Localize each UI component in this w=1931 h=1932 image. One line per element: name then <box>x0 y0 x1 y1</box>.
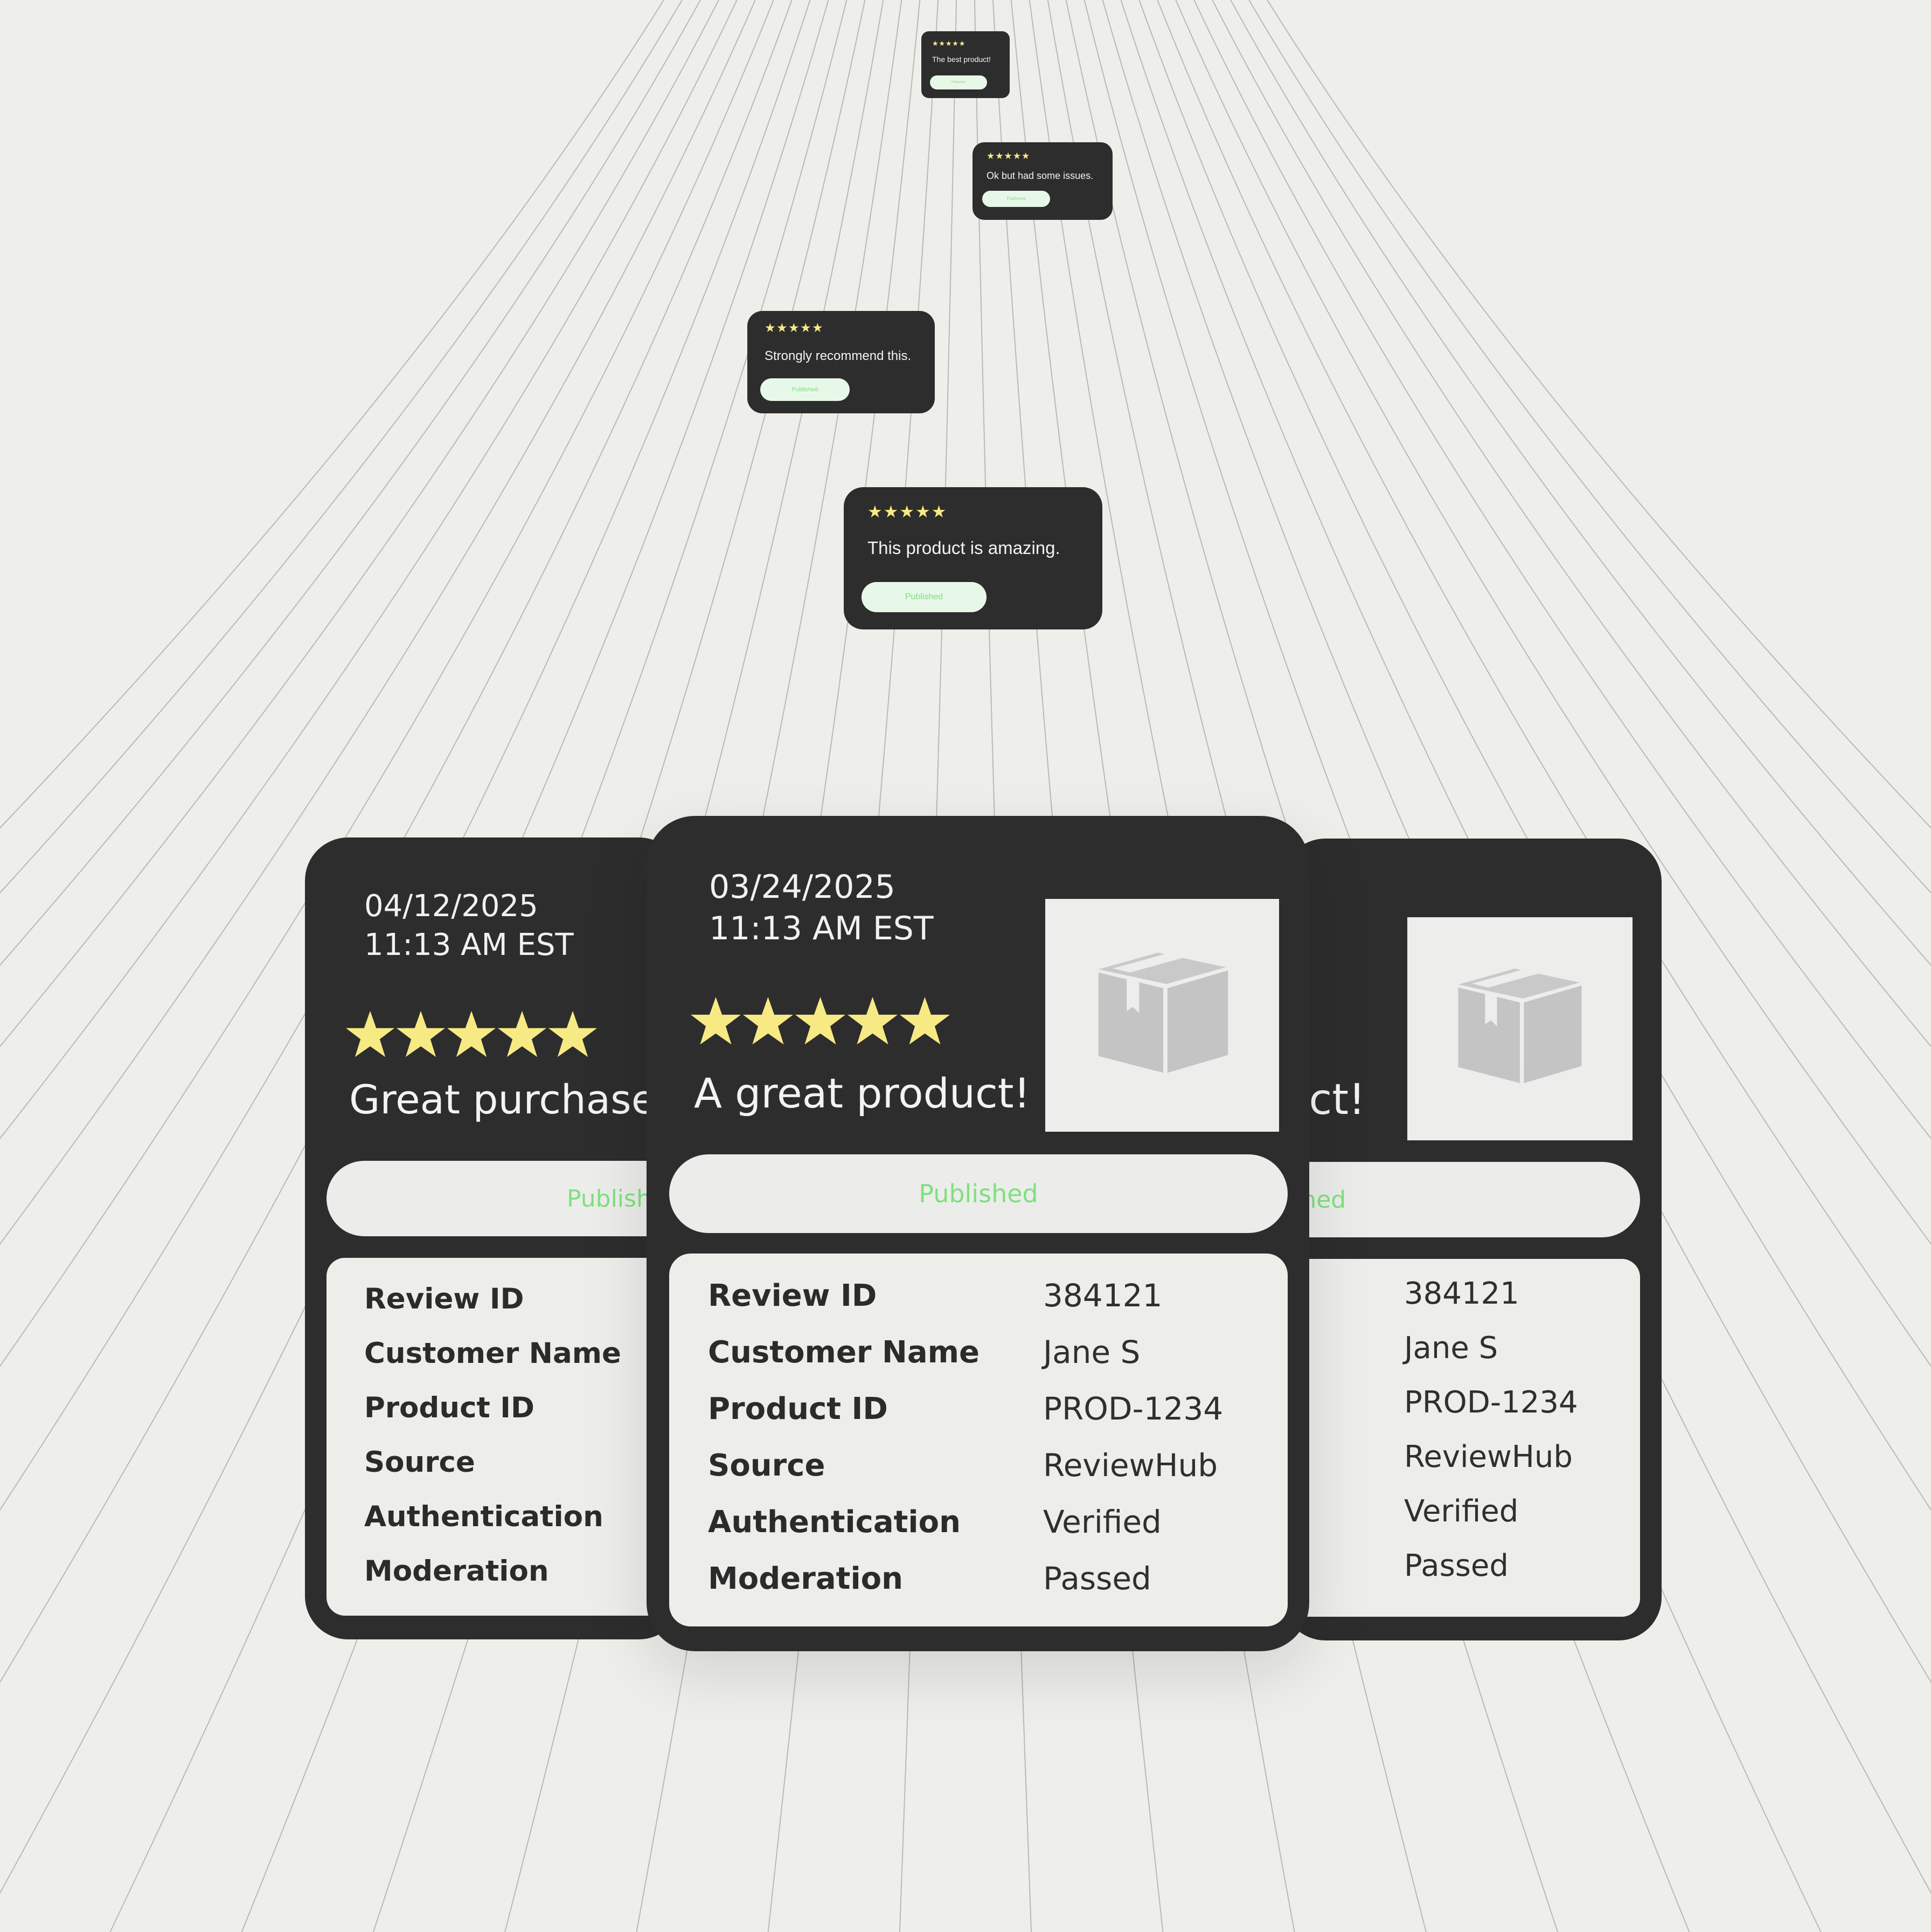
star-icon <box>900 996 950 1045</box>
review-title: A great product! <box>694 1069 1031 1117</box>
detail-value-product-id: PROD-1234 <box>1404 1385 1578 1420</box>
review-title: Great purchase <box>349 1077 656 1123</box>
mini-review-status-badge: Published <box>982 191 1050 207</box>
review-details-panel: Review ID Customer Name Product ID Sourc… <box>327 1258 682 1616</box>
detail-value-customer-name: Jane S <box>1043 1334 1141 1370</box>
mini-review-status-badge: Published <box>862 582 987 612</box>
detail-value-review-id: 384121 <box>1043 1277 1163 1314</box>
star-icon <box>743 996 793 1045</box>
perspective-line <box>1230 0 1931 966</box>
mini-review-text: This product is amazing. <box>867 538 1060 558</box>
mini-review-text: Strongly recommend this. <box>765 349 912 363</box>
star-icon <box>447 1010 496 1057</box>
detail-label-product-id: Product ID <box>364 1391 534 1424</box>
perspective-line <box>0 0 756 1245</box>
status-badge: Publish <box>327 1161 682 1236</box>
detail-value-source: ReviewHub <box>1404 1439 1573 1474</box>
mini-review-rating: ★★★★★ <box>765 321 824 335</box>
star-icon <box>848 996 898 1045</box>
mini-review-card-1: ★★★★★ The best product! Published <box>921 31 1010 98</box>
review-card-right: uct! blished e 384121 Jane S PROD-1234 R… <box>1282 839 1662 1640</box>
perspective-line <box>1248 0 1931 894</box>
status-badge: blished <box>1282 1162 1640 1237</box>
star-icon <box>498 1010 546 1057</box>
detail-label-moderation: Moderation <box>708 1561 903 1596</box>
mini-review-card-4: ★★★★★ This product is amazing. Published <box>844 487 1102 629</box>
detail-label-authentication: Authentication <box>708 1505 961 1540</box>
detail-value-authentication: Verified <box>1043 1504 1162 1540</box>
review-time-value: 11:13 AM EST <box>364 927 574 962</box>
detail-label-moderation: Moderation <box>364 1555 549 1588</box>
mini-review-status-badge: Published <box>760 378 850 401</box>
star-rating <box>690 996 951 1046</box>
detail-value-review-id: 384121 <box>1404 1276 1519 1311</box>
star-icon <box>691 996 741 1045</box>
detail-label-customer-name: Customer Name <box>364 1337 621 1370</box>
detail-value-customer-name: Jane S <box>1404 1331 1498 1366</box>
status-badge-label: Publish <box>567 1185 651 1213</box>
perspective-line <box>0 0 664 829</box>
review-details-panel: Review ID Customer Name Product ID Sourc… <box>669 1254 1288 1626</box>
mini-review-status-badge: Published <box>930 75 987 89</box>
perspective-line <box>0 0 683 894</box>
detail-value-source: ReviewHub <box>1043 1447 1218 1484</box>
perspective-line <box>1212 0 1931 1048</box>
detail-value-authentication: Verified <box>1404 1494 1519 1529</box>
mini-review-rating: ★★★★★ <box>867 502 948 521</box>
package-box-icon <box>1458 967 1582 1083</box>
review-date-value: 04/12/2025 <box>364 889 538 924</box>
detail-label-product-id: Product ID <box>708 1391 888 1427</box>
perspective-line <box>0 0 701 966</box>
star-icon <box>397 1010 445 1057</box>
mini-review-text: Ok but had some issues. <box>987 170 1094 181</box>
star-icon <box>795 996 845 1045</box>
mini-review-card-3: ★★★★★ Strongly recommend this. Published <box>747 311 935 413</box>
detail-label-review-id: Review ID <box>364 1283 524 1315</box>
review-date-value: 03/24/2025 <box>709 868 895 906</box>
review-card-center: 03/24/2025 11:13 AM EST A great product!… <box>647 816 1309 1651</box>
perspective-line <box>1193 0 1931 1140</box>
detail-label-review-id: Review ID <box>708 1278 877 1313</box>
star-rating <box>345 1010 598 1058</box>
detail-label-authentication: Authentication <box>364 1500 603 1533</box>
star-icon <box>346 1010 394 1057</box>
product-thumbnail <box>1407 917 1633 1140</box>
perspective-line <box>1175 0 1931 1245</box>
perspective-line <box>0 0 738 1140</box>
mini-review-card-2: ★★★★★ Ok but had some issues. Published <box>973 142 1113 220</box>
package-box-icon <box>1098 951 1228 1073</box>
detail-label-customer-name: Customer Name <box>708 1335 980 1370</box>
product-thumbnail <box>1045 899 1279 1132</box>
perspective-line <box>1267 0 1931 829</box>
perspective-line <box>0 0 719 1048</box>
review-card-left: 04/12/2025 11:13 AM EST Great purchase P… <box>305 837 682 1639</box>
status-badge: Published <box>669 1154 1288 1233</box>
detail-label-source: Source <box>708 1448 825 1483</box>
detail-value-moderation: Passed <box>1404 1548 1509 1583</box>
review-date: 04/12/2025 11:13 AM EST <box>364 887 574 964</box>
status-badge-label: Published <box>919 1179 1038 1208</box>
mini-review-rating: ★★★★★ <box>987 151 1031 161</box>
detail-value-moderation: Passed <box>1043 1560 1151 1597</box>
detail-label-source: Source <box>364 1446 475 1479</box>
review-date: 03/24/2025 11:13 AM EST <box>709 867 934 950</box>
mini-review-rating: ★★★★★ <box>932 39 966 47</box>
detail-value-product-id: PROD-1234 <box>1043 1390 1224 1427</box>
star-icon <box>548 1010 597 1057</box>
review-details-panel: e 384121 Jane S PROD-1234 ReviewHub Veri… <box>1282 1259 1640 1617</box>
mini-review-text: The best product! <box>932 55 991 64</box>
review-time-value: 11:13 AM EST <box>709 909 934 947</box>
